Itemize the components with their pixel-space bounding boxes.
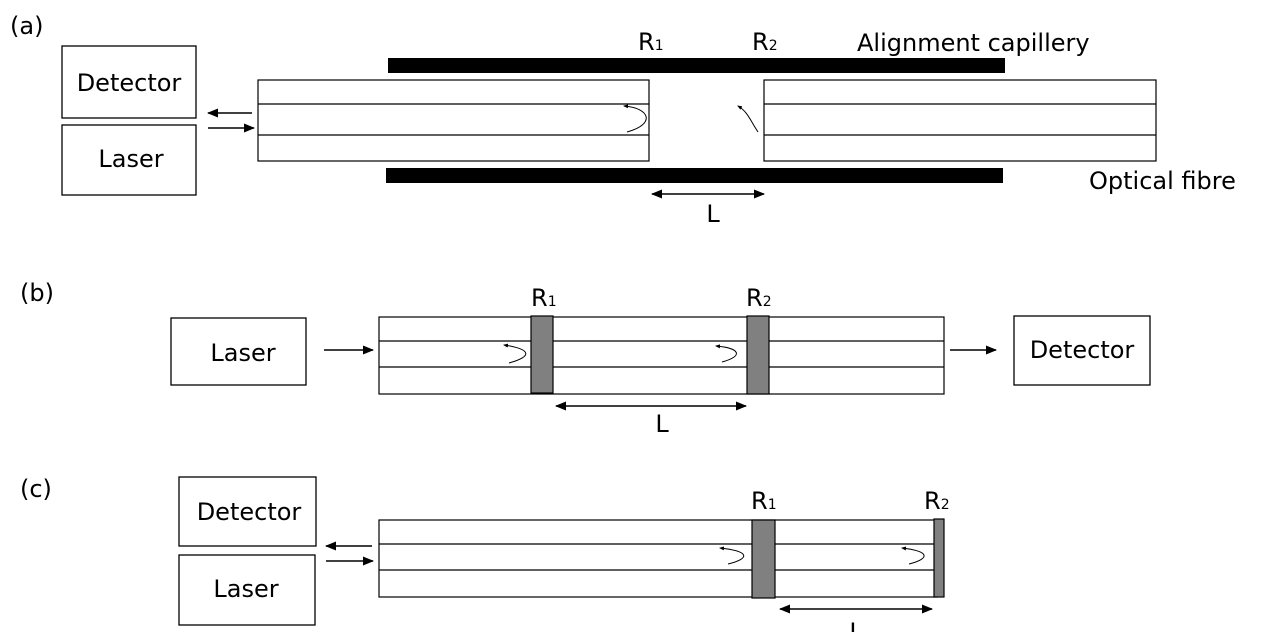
length-label-b: L	[655, 410, 669, 438]
panel-c-label: (c)	[20, 475, 52, 503]
reflection-r2-b	[715, 344, 737, 363]
detector-label-c: Detector	[197, 498, 302, 526]
detector-box-b	[1013, 315, 1151, 386]
r1-label-c: R1	[751, 487, 777, 515]
mirror-r2-b	[746, 315, 770, 395]
reflection-r1-c	[719, 546, 744, 565]
fibre-c	[378, 519, 938, 598]
mirror-r1-b	[530, 315, 554, 394]
laser-label-c: Laser	[213, 575, 278, 603]
laser-box-a	[61, 124, 197, 196]
mirror-r1-c	[751, 519, 776, 599]
optical-fibre-label: Optical fibre	[1089, 167, 1236, 195]
length-label-a: L	[706, 200, 720, 228]
length-label-c: L	[849, 618, 863, 632]
left-fibre-a	[257, 79, 650, 162]
reflection-r1-b	[503, 343, 527, 364]
reflection-r2-a	[737, 105, 759, 133]
detector-box-a	[61, 45, 197, 119]
laser-label-b: Laser	[210, 339, 275, 367]
panel-b-label: (b)	[20, 279, 54, 307]
reflection-r2-c	[901, 546, 925, 565]
capillary-top-wall	[388, 58, 1005, 73]
detector-label-a: Detector	[77, 69, 182, 97]
r2-label-c: R2	[924, 487, 950, 515]
panel-c: (c) Detector Laser R1 R2 L	[20, 475, 950, 632]
detector-label-b: Detector	[1030, 336, 1135, 364]
panel-a: (a) Detector Laser R1 R2 Alignment capil…	[10, 12, 1236, 228]
r2-label-b: R2	[746, 284, 772, 312]
capillary-label: Alignment capillery	[857, 29, 1090, 57]
laser-label-a: Laser	[98, 145, 163, 173]
r1-label-a: R1	[638, 28, 664, 56]
detector-box-c	[178, 476, 317, 547]
laser-box-b	[170, 317, 307, 386]
capillary-bottom-wall	[386, 168, 1003, 183]
reflection-r1-a	[623, 104, 647, 133]
r1-label-b: R1	[531, 284, 557, 312]
r2-label-a: R2	[752, 28, 778, 56]
right-fibre-a	[763, 79, 1157, 162]
laser-box-c	[178, 554, 316, 626]
mirror-r2-c	[933, 518, 945, 598]
panel-b: (b) Laser R1 R2 Detector L	[20, 279, 1151, 438]
fibre-b	[378, 316, 945, 395]
panel-a-label: (a)	[10, 12, 43, 40]
